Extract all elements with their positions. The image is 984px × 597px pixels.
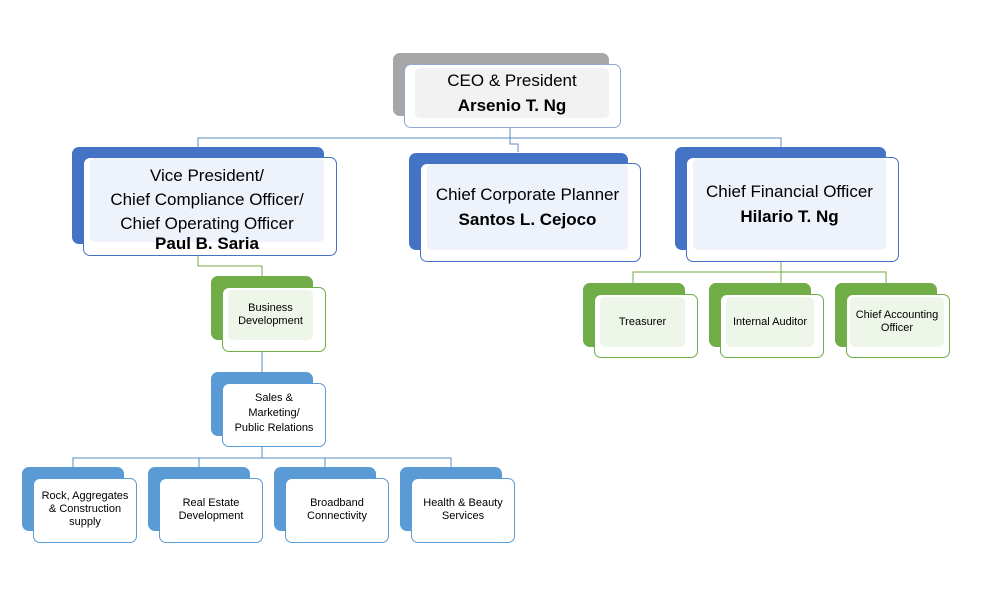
sales-title-line-2: Marketing/: [248, 407, 300, 419]
connector-sales-to-units: [72, 446, 263, 467]
finance-2-line-1: Internal Auditor: [733, 315, 807, 328]
connector-ceo-to-planner: [509, 138, 519, 152]
connector-cfo-to-treasurer: [632, 262, 782, 283]
vp-title-line-1: Vice President/: [149, 166, 265, 185]
unit-4-line-2: Services: [441, 509, 485, 522]
unit-3-line-2: Connectivity: [307, 509, 367, 522]
bizdev-title-line-1: Business: [248, 302, 293, 314]
connector-ceo-to-cfo: [510, 137, 782, 148]
connector-ceo-to-vp: [197, 128, 511, 148]
finance-1-line-1: Treasurer: [618, 315, 667, 328]
planner-name: Santos L. Cejoco: [458, 210, 597, 229]
unit-4-line-1: Health & Beauty: [423, 496, 503, 509]
vp-title-line-2: Chief Compliance Officer/: [110, 190, 304, 209]
planner-title: Chief Corporate Planner: [435, 185, 620, 204]
vp-connectors: [197, 256, 263, 276]
unit-1-line-1: Rock, Aggregates: [41, 490, 129, 502]
sales-title-line-1: Sales &: [255, 392, 293, 404]
ceo-title: CEO & President: [447, 71, 577, 90]
finance-3-line-1: Chief Accounting: [855, 309, 939, 321]
ceo-name: Arsenio T. Ng: [457, 96, 567, 115]
cfo-connectors: [632, 262, 887, 283]
finance-3-line-2: Officer: [880, 322, 914, 334]
cfo-name: Hilario T. Ng: [740, 207, 839, 226]
bizdev-title-line-2: Development: [238, 315, 303, 327]
ceo-connectors: [197, 128, 782, 152]
sales-connectors: [72, 446, 452, 467]
unit-1-line-3: supply: [69, 516, 101, 528]
cfo-title: Chief Financial Officer: [706, 182, 873, 201]
connector-vp-to-bizdev: [197, 256, 263, 276]
vp-title-line-3: Chief Operating Officer: [120, 214, 294, 233]
unit-2-line-1: Real Estate: [182, 496, 240, 509]
unit-2-line-2: Development: [178, 509, 244, 522]
connector-unit-4: [262, 457, 452, 467]
sales-title-line-3: Public Relations: [234, 422, 314, 434]
connector-cfo-to-accounting: [781, 271, 887, 283]
unit-3-line-1: Broadband: [310, 496, 364, 509]
unit-1-line-2: & Construction: [48, 503, 122, 515]
vp-name: Paul B. Saria: [155, 233, 259, 253]
